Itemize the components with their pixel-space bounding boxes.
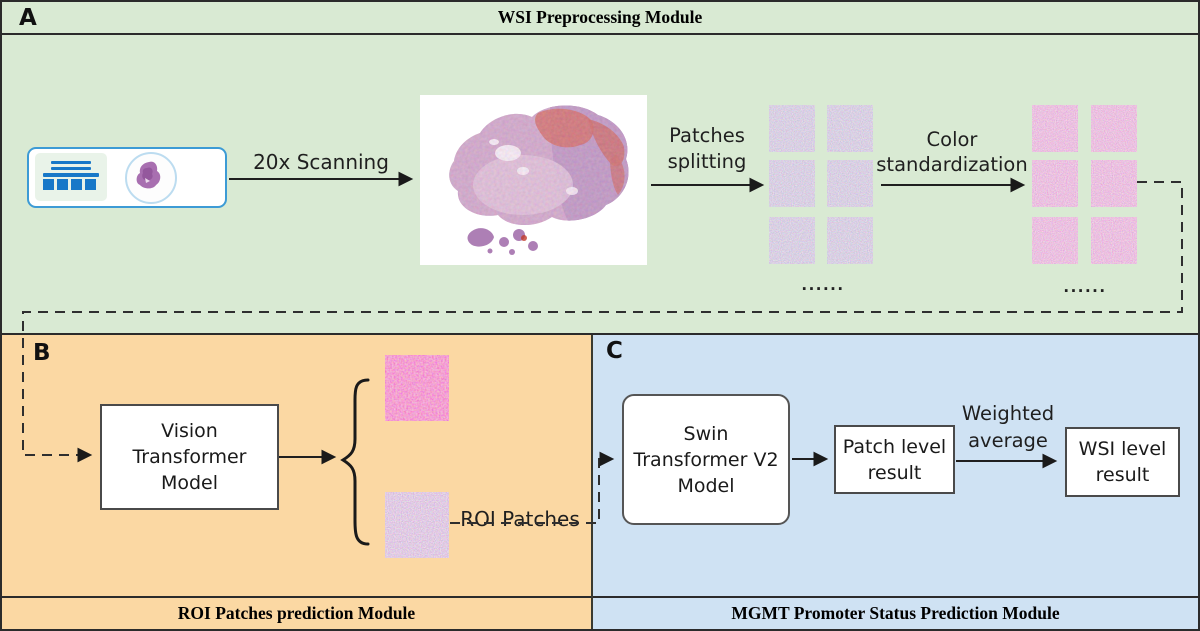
label-line — [51, 161, 91, 164]
glass-slide-icon — [27, 147, 227, 208]
tissue-thumbnail-icon — [125, 152, 177, 204]
wsi-image — [420, 95, 647, 265]
patch-level-result-box: Patch level result — [834, 425, 955, 494]
tissue-patch — [769, 105, 815, 152]
ellipsis-right: ...... — [1063, 278, 1107, 296]
slide-barcode-label-icon — [35, 153, 107, 201]
tissue-patch-standardized — [1091, 160, 1137, 207]
panel-a-title: WSI Preprocessing Module — [497, 7, 703, 27]
panel-c-caption: MGMT Promoter Status Prediction Module — [731, 603, 1060, 623]
panel-b-letter: B — [33, 340, 51, 366]
tissue-patch-standardized — [1091, 105, 1137, 152]
roi-patch-positive — [385, 355, 449, 421]
wsi-level-result-box: WSI level result — [1065, 427, 1180, 497]
vision-transformer-text: Vision Transformer Model — [132, 420, 247, 494]
scan-arrow-label: 20x Scanning — [253, 150, 389, 174]
label-line — [51, 167, 91, 170]
weighted-average-text: Weighted average — [961, 402, 1055, 452]
color-standardization-text: Color standardization — [876, 128, 1028, 176]
barcode-square — [57, 179, 68, 190]
tissue-patch — [827, 217, 873, 264]
swin-transformer-text: Swin Transformer V2 Model — [633, 422, 779, 497]
panel-b-caption-row: ROI Patches prediction Module — [2, 596, 591, 629]
vision-transformer-box: Vision Transformer Model — [100, 404, 279, 510]
tissue-patch-standardized — [1032, 105, 1078, 152]
panel-b — [2, 335, 593, 629]
roi-patch-normal — [385, 492, 449, 558]
tissue-patch — [827, 105, 873, 152]
tissue-patch — [769, 217, 815, 264]
patch-level-result-text: Patch level result — [842, 435, 947, 484]
barcode-square — [43, 179, 54, 190]
panel-a-title-row: WSI Preprocessing Module — [2, 2, 1198, 35]
patches-splitting-text: Patches splitting — [667, 124, 747, 173]
barcode-square — [71, 179, 82, 190]
weighted-average-label: Weighted average — [952, 400, 1064, 454]
panel-c-letter: C — [606, 338, 623, 364]
swin-transformer-box: Swin Transformer V2 Model — [622, 394, 790, 525]
tissue-patch — [769, 160, 815, 207]
ellipsis-left: ...... — [801, 276, 845, 294]
roi-patches-label: ROI Patches — [460, 507, 580, 531]
tissue-patch-standardized — [1032, 160, 1078, 207]
patches-splitting-label: Patches splitting — [652, 123, 762, 175]
barcode-square — [85, 179, 96, 190]
panel-a-letter: A — [19, 5, 37, 31]
color-standardization-label: Color standardization — [866, 127, 1038, 177]
tissue-patch-standardized — [1091, 217, 1137, 264]
label-line — [43, 173, 99, 177]
panel-b-caption: ROI Patches prediction Module — [177, 603, 416, 623]
panel-c-caption-row: MGMT Promoter Status Prediction Module — [593, 596, 1198, 629]
wsi-level-result-text: WSI level result — [1078, 438, 1167, 486]
tissue-patch-standardized — [1032, 217, 1078, 264]
